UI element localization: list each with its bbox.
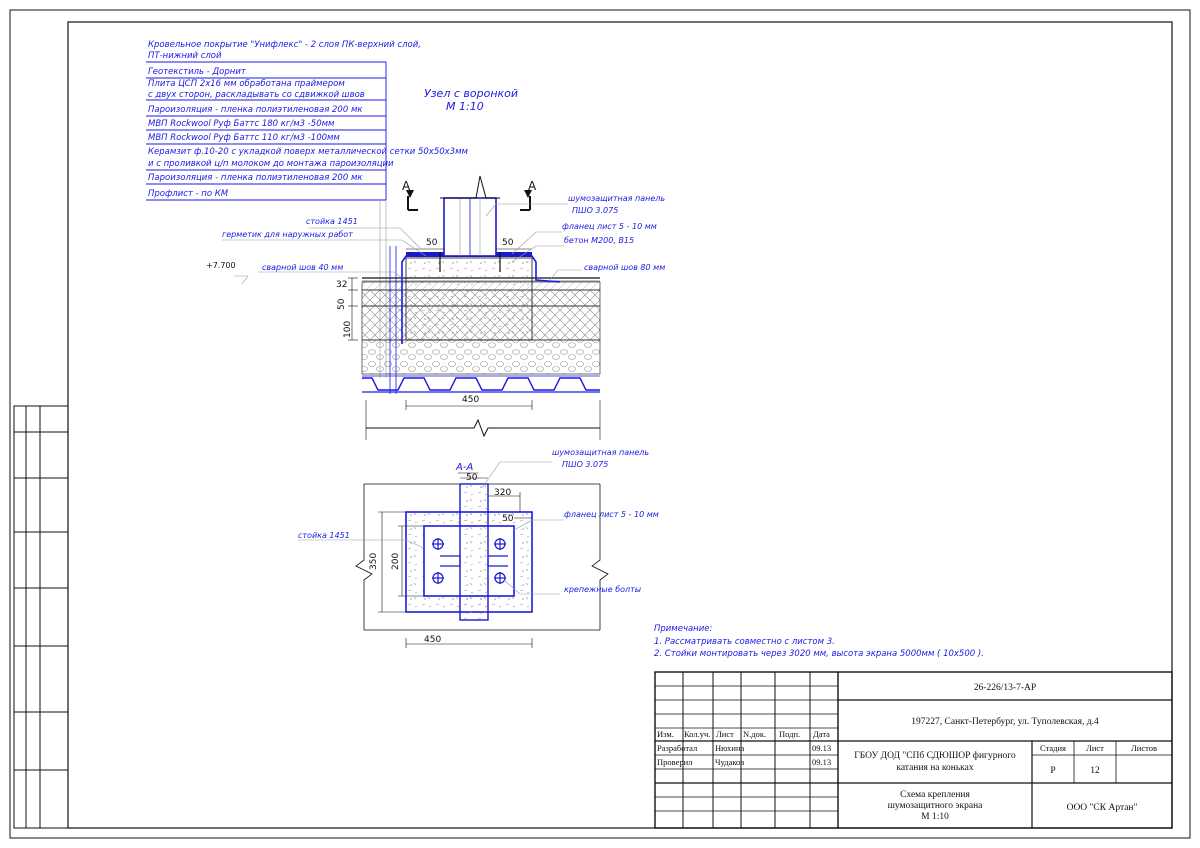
dim-50-vert: 50 <box>337 298 347 310</box>
stamp-stage: Р <box>1050 766 1055 776</box>
label-weld80: сварной шов 80 мм <box>584 263 665 272</box>
label-flange: фланец лист 5 - 10 мм <box>562 222 657 231</box>
stamp-sheet-h: Лист <box>1086 743 1104 753</box>
label-plan-panel-code: ПШО 3.075 <box>562 460 608 469</box>
stamp-role-1: Разработал <box>657 743 698 753</box>
outer-frame <box>9 9 1191 839</box>
label-stand: стойка 1451 <box>306 217 358 226</box>
node-title: Узел с воронкой <box>424 87 518 100</box>
stamp-date-1: 09.13 <box>812 743 831 753</box>
plan-callouts <box>298 461 564 595</box>
stamp-col-izm: Изм. <box>657 729 674 739</box>
label-plan-flange: фланец лист 5 - 10 мм <box>564 510 659 519</box>
label-plan-panel: шумозащитная панель <box>552 448 649 457</box>
dim-32: 32 <box>336 280 347 290</box>
stamp-name-1: Нюхина <box>715 743 745 753</box>
dim-50-right: 50 <box>502 238 514 248</box>
layer-3b: с двух сторон, раскладывать со сдвижкой … <box>148 90 365 100</box>
layer-1: Кровельное покрытие "Унифлекс" - 2 слоя … <box>148 40 421 50</box>
section-markers: А А <box>402 179 537 211</box>
stamp-address: 197227, Санкт-Петербург, ул. Туполевская… <box>911 716 1099 727</box>
stamp-name-2: Чудаков <box>715 757 744 767</box>
side-stamp <box>13 405 69 829</box>
stamp-col-kol: Кол.уч. <box>684 729 710 739</box>
section-mark-right: А <box>528 179 537 193</box>
stamp-title-2: шумозащитного экрана <box>888 801 984 811</box>
layer-8: Пароизоляция - пленка полиэтиленовая 200… <box>148 173 363 183</box>
node-scale: М 1:10 <box>446 100 484 113</box>
layer-4: Пароизоляция - пленка полиэтиленовая 200… <box>148 105 363 115</box>
node-callouts <box>222 203 582 285</box>
stamp-title-3: М 1:10 <box>921 812 949 822</box>
layer-5: МВП Rockwool Руф Баттс 180 кг/м3 -50мм <box>148 119 335 129</box>
stamp-company: ООО "СК Артан" <box>1067 803 1138 813</box>
node-section <box>361 175 601 440</box>
stamp-col-data: Дата <box>813 729 830 739</box>
dim-320: 320 <box>494 488 511 498</box>
dim-450-node: 450 <box>462 395 479 405</box>
notes-title: Примечание: <box>654 624 712 634</box>
label-weld40: сварной шов 40 мм <box>262 263 343 272</box>
plan-section <box>355 483 609 631</box>
plan-dimensions <box>378 477 533 648</box>
node-dimensions <box>348 248 533 410</box>
label-concrete: бетон М200, В15 <box>564 236 634 245</box>
layer-7b: и с проливкой ц/п молоком до монтажа пар… <box>148 159 394 169</box>
dim-50-plan-top: 50 <box>466 473 478 483</box>
stamp-role-2: Проверил <box>657 757 693 767</box>
title-block <box>654 671 1173 829</box>
dim-200: 200 <box>391 553 401 570</box>
note-2: 2. Стойки монтировать через 3020 мм, выс… <box>654 649 984 659</box>
layer-7: Керамзит ф.10-20 с укладкой поверх метал… <box>148 147 468 157</box>
layer-6: МВП Rockwool Руф Баттс 110 кг/м3 -100мм <box>148 133 340 143</box>
stamp-sheets-h: Листов <box>1131 743 1157 753</box>
stamp-date-2: 09.13 <box>812 757 831 767</box>
stamp-code: 26-226/13-7-АР <box>974 683 1036 693</box>
stamp-col-podp: Подп. <box>779 729 800 739</box>
label-level: +7.700 <box>206 261 236 270</box>
label-panel: шумозащитная панель <box>568 194 665 203</box>
section-title: А-А <box>455 462 473 473</box>
stamp-org-2: катания на коньках <box>896 763 974 773</box>
stamp-col-list: Лист <box>716 729 734 739</box>
label-panel-code: ПШО 3.075 <box>572 206 618 215</box>
dim-50-left: 50 <box>426 238 438 248</box>
layer-9: Профлист - по КМ <box>148 189 229 199</box>
dim-450-plan: 450 <box>424 635 441 645</box>
layer-table: Кровельное покрытие "Унифлекс" - 2 слоя … <box>146 40 468 201</box>
stamp-stage-h: Стадия <box>1040 743 1066 753</box>
layer-3: Плита ЦСП 2х16 мм обработана праймером <box>148 79 345 89</box>
stamp-title-1: Схема крепления <box>900 790 970 800</box>
label-bolts: крепежные болты <box>564 585 641 594</box>
layer-1b: ПТ-нижний слой <box>148 51 222 61</box>
dim-350: 350 <box>369 553 379 570</box>
label-plan-stand: стойка 1451 <box>298 531 350 540</box>
label-sealant: герметик для наружных работ <box>222 230 353 239</box>
layer-2: Геотекстиль - Дорнит <box>148 67 247 77</box>
notes: Примечание: 1. Рассматривать совместно с… <box>654 624 984 659</box>
stamp-org-1: ГБОУ ДОД "СПб СДЮШОР фигурного <box>854 750 1016 761</box>
stamp-sheet: 12 <box>1090 766 1100 776</box>
stamp-col-ndok: N.док. <box>743 729 766 739</box>
note-1: 1. Рассматривать совместно с листом 3. <box>654 637 835 647</box>
dim-100: 100 <box>343 321 353 338</box>
dim-50-plan-right: 50 <box>502 514 514 524</box>
section-mark-left: А <box>402 179 411 193</box>
